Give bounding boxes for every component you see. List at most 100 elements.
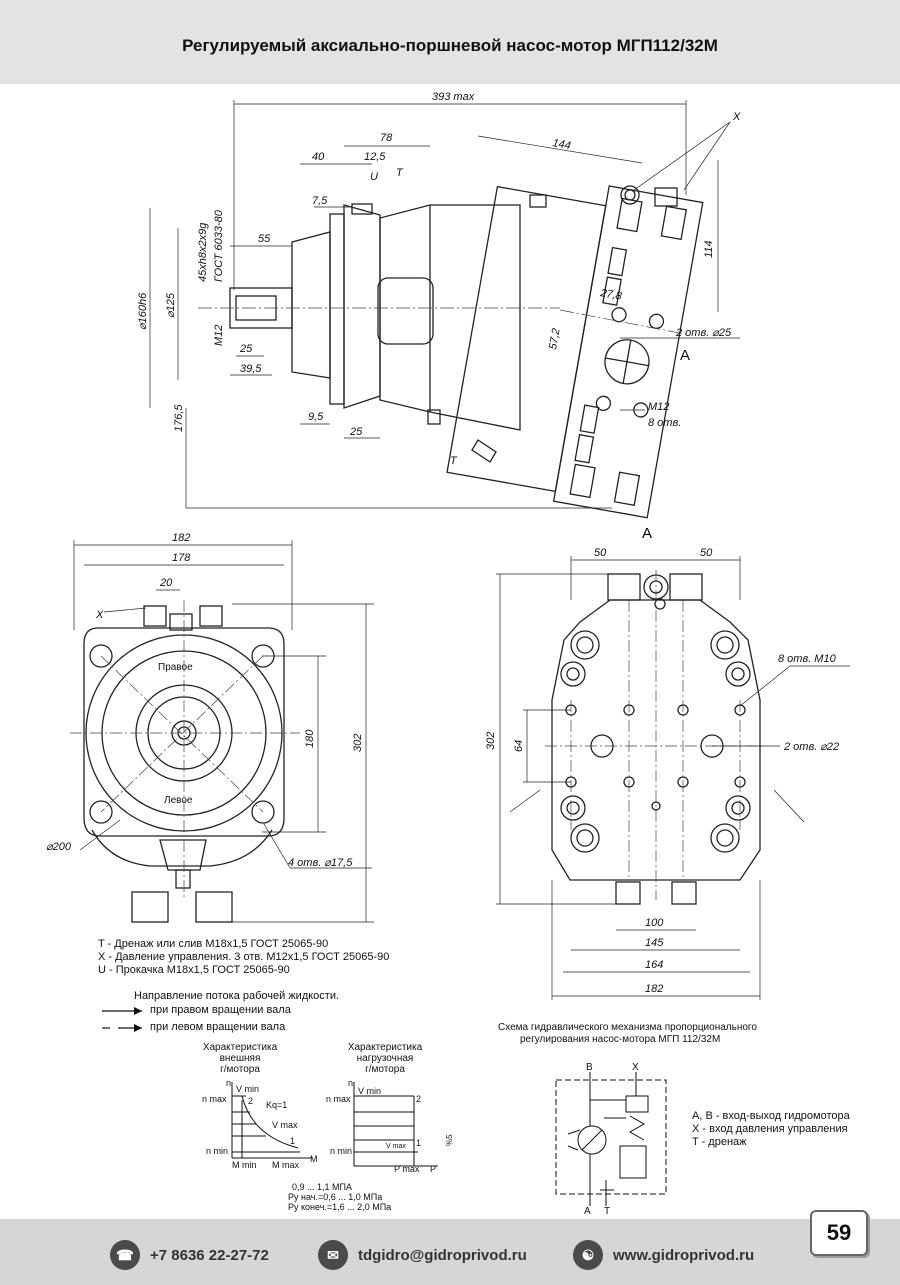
phone-text: +7 8636 22-27-72 [150,1246,269,1264]
schema-title: Схема гидравлического механизма пропорци… [498,1022,757,1045]
footer-email[interactable]: ✉ tdgidro@gidroprivod.ru [318,1240,527,1270]
label-t-top: T [396,167,404,179]
dim-40: 40 [312,151,325,163]
view-a-drawing: A [485,525,850,1000]
dim-spline: 45xh8x2x9g [197,222,209,282]
label-t-bottom: T [450,455,458,467]
svg-text:2: 2 [248,1096,253,1106]
dim-100: 100 [645,917,664,929]
dim-114: 114 [703,240,715,258]
label-left-rotation: Левое [164,795,193,806]
dim-7-5: 7,5 [312,195,328,207]
dim-gost6033: ГОСТ 6033-80 [213,209,225,282]
dim-182-viewa: 182 [645,983,663,995]
side-view-drawing: 393 max 78 144 40 12,5 7,5 U T 45xh8x2x9… [137,91,741,519]
port-t-note: T - Дренаж или слив M18x1,5 ГОСТ 25065-9… [98,938,329,950]
svg-text:V min: V min [358,1086,381,1096]
dim-78: 78 [380,132,393,144]
footer-web[interactable]: ☯ www.gidroprivod.ru [573,1240,754,1270]
email-text: tdgidro@gidroprivod.ru [358,1246,527,1264]
dim-m12: M12 [213,325,225,346]
svg-text:n: n [226,1078,231,1088]
svg-text:n min: n min [206,1146,228,1156]
web-text: www.gidroprivod.ru [613,1246,755,1264]
dim-d160h6: ⌀160h6 [137,292,149,330]
dim-182-front: 182 [172,532,190,544]
svg-text:n max: n max [202,1094,227,1104]
schema-legend-t: T - дренаж [692,1136,747,1148]
dim-180-front: 180 [304,729,316,748]
ports-legend: T - Дренаж или слив M18x1,5 ГОСТ 25065-9… [98,938,389,977]
svg-text:V max: V max [272,1120,298,1130]
page-title: Регулируемый аксиально-поршневой насос-м… [182,36,718,55]
svg-text:1: 1 [416,1138,421,1148]
dim-57-2: 57,2 [547,327,563,350]
svg-text:P: P [430,1164,436,1174]
port-u-note: U - Прокачка M18x1,5 ГОСТ 25065-90 [98,964,290,976]
dim-25a: 25 [239,343,253,355]
dim-m12-holes: M12 [648,401,669,413]
dim-50-left: 50 [594,547,607,559]
flow-arrows [102,1007,142,1032]
page-header: Регулируемый аксиально-поршневой насос-м… [0,0,900,84]
dim-178-front: 178 [172,552,191,564]
view-a-marker: A [680,347,690,364]
dim-9-5: 9,5 [308,411,324,423]
dim-8-holes: 8 отв. [648,417,681,429]
dim-27-8: 27,8 [598,287,623,303]
svg-text:n min: n min [330,1146,352,1156]
svg-text:1: 1 [290,1136,295,1146]
svg-text:P max: P max [394,1164,420,1174]
pressure-notes: 0,9 ... 1,1 МПА Ру нач.=0,6 ... 1,0 МПа … [288,1182,392,1212]
flow-right-label: при правом вращении вала [150,1004,291,1016]
view-a-title: A [642,525,652,542]
svg-text:2: 2 [416,1094,421,1104]
schema-legend: A, B - вход-выход гидромотора X - вход д… [692,1110,850,1149]
svg-text:n: n [348,1078,353,1088]
flow-title: Направление потока рабочей жидкости. [134,990,340,1002]
dim-4-holes: 4 отв. ⌀17,5 [288,857,353,869]
dim-145: 145 [645,937,664,949]
hydraulic-schema: B X A T [555,1062,667,1216]
footer-phone[interactable]: ☎ +7 8636 22-27-72 [110,1240,269,1270]
label-x-front: X [95,609,104,621]
page-footer [0,1219,900,1285]
characteristic-charts: n n max V min 2 Kq=1 V max 1 n min M min… [202,1078,454,1174]
dim-2-holes-25: 2 отв. ⌀25 [675,327,732,339]
dim-12-5: 12,5 [364,151,386,163]
label-right-rotation: Правое [158,662,193,673]
flow-legend: Направление потока рабочей жидкости. [134,990,339,1003]
dim-d200-front: ⌀200 [46,841,72,853]
schema-port-b: B [586,1062,593,1073]
dim-144: 144 [551,137,571,152]
schema-port-a: A [584,1206,591,1216]
svg-text:V max: V max [386,1143,406,1150]
label-x-top: X [732,111,741,123]
label-u: U [370,171,378,183]
globe-icon: ☯ [573,1240,603,1270]
svg-text:n max: n max [326,1094,351,1104]
dim-176-5: 176,5 [173,404,185,432]
svg-text:Kq=1: Kq=1 [266,1100,287,1110]
svg-text:M: M [310,1154,318,1164]
dim-393max: 393 max [432,91,475,103]
svg-text:%5: %5 [445,1134,454,1146]
page-number: 59 [810,1210,868,1256]
schema-legend-ab: A, B - вход-выход гидромотора [692,1110,850,1122]
dim-39-5: 39,5 [240,363,262,375]
dim-50-right: 50 [700,547,713,559]
dim-64: 64 [513,740,525,752]
port-x-note: X - Давление управления. 3 отв. M12x1,5 … [98,951,390,963]
schema-legend-x: X - вход давления управления [692,1123,848,1135]
dim-25b: 25 [349,426,363,438]
dim-302-front: 302 [352,734,364,752]
svg-text:M max: M max [272,1160,300,1170]
mail-icon: ✉ [318,1240,348,1270]
schema-port-x: X [632,1062,639,1073]
svg-text:V min: V min [236,1084,259,1094]
dim-2-holes-22: 2 отв. ⌀22 [783,741,839,753]
dim-20-front: 20 [159,577,173,589]
dim-8-holes-m10: 8 отв. M10 [778,653,837,665]
